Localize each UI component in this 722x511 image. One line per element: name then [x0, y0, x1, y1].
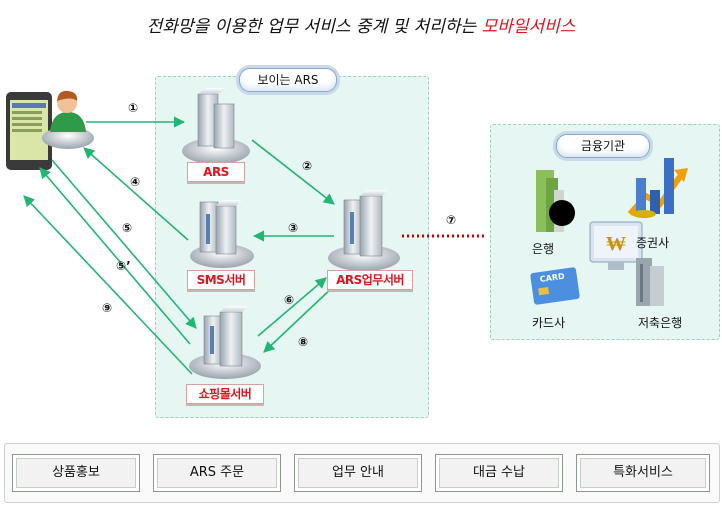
center-monitor-won-icon: ₩ [589, 221, 643, 270]
service-special-button[interactable]: 특화서비스 [576, 454, 710, 492]
arrow-step-2 [251, 139, 335, 205]
securities-chart-icon [627, 158, 688, 218]
step-7: ⑦ [446, 213, 456, 227]
step-9: ⑨ [102, 301, 112, 315]
service-payment-collection-button[interactable]: 대금 수납 [435, 454, 563, 492]
bank-building-icon [536, 170, 575, 232]
sms-server-icon [190, 200, 254, 268]
savings-bank-label: 저축은행 [638, 316, 683, 330]
user-person-icon [42, 90, 94, 149]
svg-text:CARD: CARD [539, 272, 565, 284]
page-title: 전화망을 이용한 업무 서비스 중계 및 처리하는 모바일서비스 [0, 12, 722, 37]
service-ars-order-button[interactable]: ARS 주문 [153, 454, 281, 492]
arrow-step-8 [263, 285, 335, 353]
ars-server-icon [182, 88, 250, 164]
step-5: ⑤ [122, 221, 132, 235]
service-product-promo-button[interactable]: 상품홍보 [12, 454, 140, 492]
credit-card-icon: CARD [530, 267, 580, 305]
service-business-info-button[interactable]: 업무 안내 [294, 454, 422, 492]
svg-text:₩: ₩ [606, 231, 626, 255]
step-3: ③ [288, 221, 298, 235]
shopping-server-icon [189, 306, 261, 379]
ars-business-server-icon [328, 190, 400, 271]
flow-arrows [23, 116, 335, 375]
title-highlight: 모바일서비스 [481, 17, 576, 37]
ars-group-label: 보이는 ARS [239, 68, 337, 92]
step-2: ② [302, 159, 312, 173]
step-5-prime: ⑤’ [116, 259, 131, 273]
step-8: ⑧ [298, 335, 308, 349]
savings-bank-building-icon [636, 258, 664, 306]
step-1: ① [128, 101, 138, 115]
ars-business-node-label: ARS업무서버 [327, 270, 413, 290]
shopping-node-label: 쇼핑몰서버 [186, 384, 264, 404]
securities-label: 증권사 [636, 236, 670, 250]
sms-node-label: SMS서버 [187, 270, 255, 290]
arrow-step-5-prime [39, 167, 191, 345]
arrow-step-4 [83, 147, 189, 241]
finance-group-label: 금융기관 [556, 134, 650, 158]
step-4: ④ [130, 175, 140, 189]
arrow-step-5 [51, 159, 197, 329]
arrow-step-9 [23, 195, 193, 375]
bank-label: 은행 [532, 242, 555, 256]
title-main: 전화망을 이용한 업무 서비스 중계 및 처리하는 [146, 17, 477, 37]
arrow-step-6 [257, 277, 327, 337]
mobile-phone-icon [6, 92, 52, 170]
ars-node-label: ARS [187, 162, 245, 182]
step-6: ⑥ [284, 293, 294, 307]
card-company-label: 카드사 [532, 316, 566, 330]
